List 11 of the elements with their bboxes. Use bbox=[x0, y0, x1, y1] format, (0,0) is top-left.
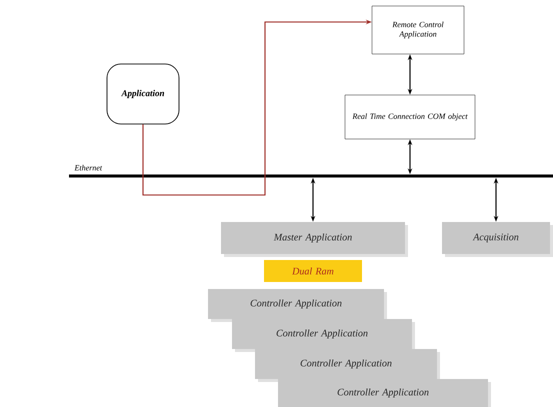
module-box: Controller Application bbox=[232, 319, 415, 352]
module-box: Acquisition bbox=[442, 222, 553, 257]
process-box: Real Time Connection COM object bbox=[344, 94, 476, 140]
process-box: Remote Control Application bbox=[372, 6, 464, 54]
module-box: Controller Application bbox=[255, 349, 440, 382]
module-box: Controller Application bbox=[208, 289, 387, 322]
bus-label: Ethernet bbox=[74, 164, 102, 170]
memory-box: Dual Ram bbox=[264, 260, 362, 282]
application-box: Application bbox=[106, 64, 180, 124]
module-box: Controller Application bbox=[278, 379, 491, 407]
module-box: Master Application bbox=[221, 222, 408, 257]
